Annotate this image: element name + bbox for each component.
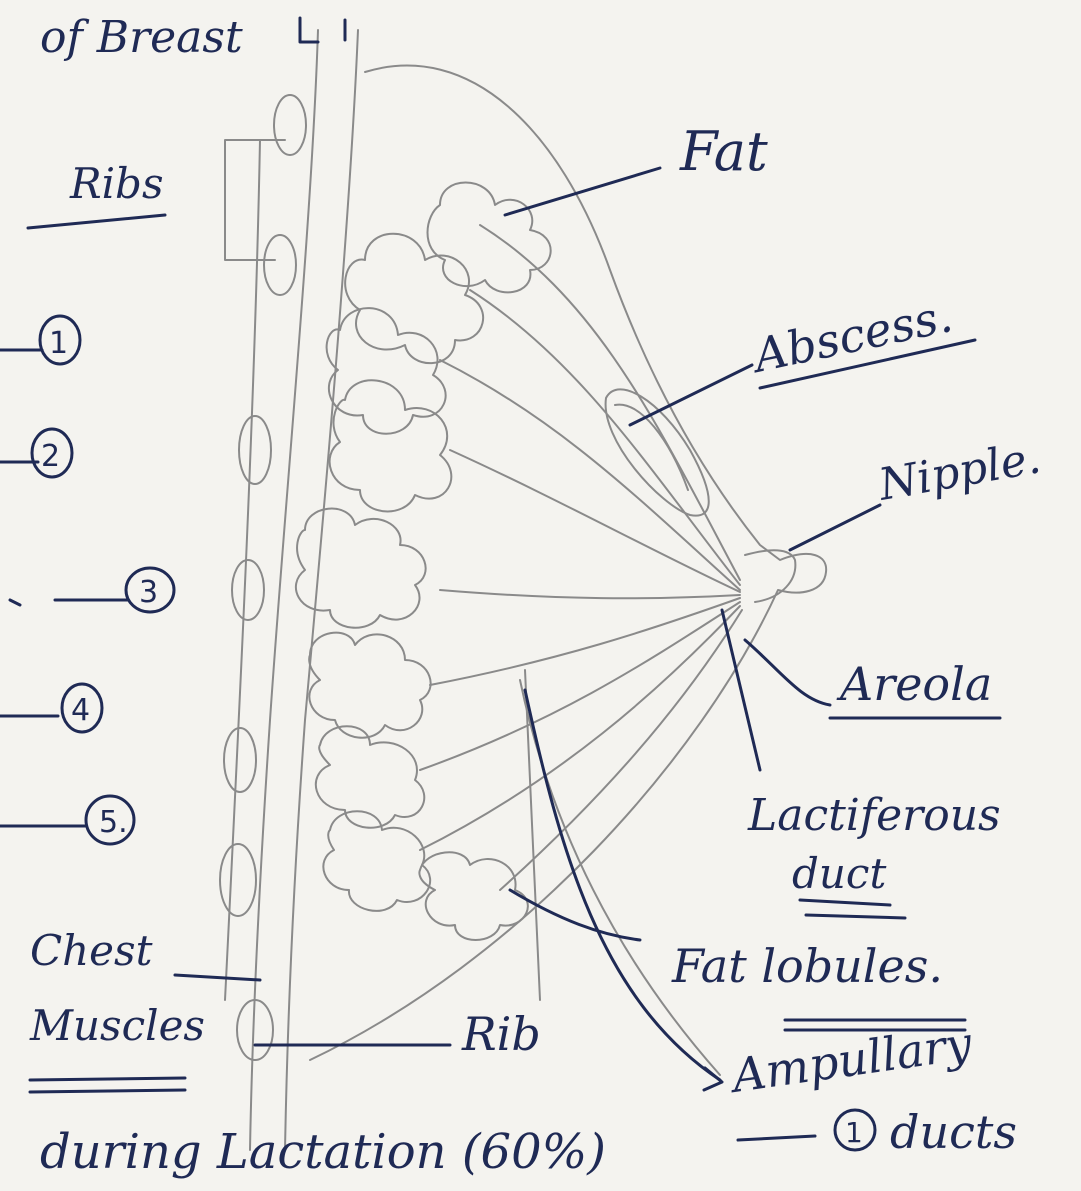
- duct-line: [430, 598, 740, 685]
- title-fragment: of Breast: [40, 12, 243, 63]
- fat-lobule-clusters: [296, 183, 551, 941]
- ribs-underline: [28, 215, 165, 228]
- chest-wall-outer: [250, 30, 318, 1150]
- ampullary-arrowhead: [704, 1068, 722, 1090]
- marker-5-number: 5.: [99, 805, 128, 840]
- rib-oval: [274, 95, 306, 155]
- muscles-label: Muscles: [29, 1001, 205, 1050]
- abscess-outline: [606, 389, 709, 515]
- fat-lobules-label: Fat lobules.: [671, 939, 943, 993]
- footer-marker-number: 1: [845, 1116, 863, 1149]
- lobule-cluster: [327, 308, 446, 434]
- abscess-label: Abscess.: [745, 288, 957, 383]
- ampullary-leader: [525, 690, 720, 1080]
- lobule-cluster: [309, 633, 430, 738]
- lobule-cluster: [296, 509, 426, 628]
- lobule-cluster: [345, 234, 483, 363]
- duct-line: [470, 290, 740, 585]
- nipple-leader: [790, 505, 880, 550]
- rib-contour: [520, 680, 720, 1075]
- chest-label: Chest: [30, 926, 153, 975]
- duct-line: [450, 450, 740, 592]
- rib-oval: [264, 235, 296, 295]
- ribs-label: Ribs: [69, 159, 164, 208]
- marker-3-number: 3: [139, 575, 158, 610]
- areola-leader: [745, 640, 830, 705]
- lobule-cluster: [330, 380, 452, 511]
- rib-label: Rib: [461, 1007, 541, 1061]
- duct-line: [420, 602, 740, 770]
- breast-outline: [310, 66, 826, 1060]
- marker-1-number: 1: [49, 326, 68, 361]
- rib-oval: [224, 728, 256, 792]
- rib-oval: [239, 416, 271, 484]
- marker-2-number: 2: [41, 439, 60, 474]
- ribs-bracket: [225, 140, 285, 260]
- title-bracket: [300, 18, 345, 42]
- fat-lobules-leader: [510, 890, 640, 940]
- marker-3-leader: [10, 600, 128, 605]
- footer-dash: [738, 1136, 815, 1140]
- lactiferous-leader: [722, 610, 760, 770]
- nipple-label: Nipple.: [874, 432, 1044, 511]
- chest-muscles-leader: [175, 975, 260, 980]
- lobule-cluster: [323, 811, 430, 911]
- rib-oval: [232, 560, 264, 620]
- chest-muscles-underline: [30, 1078, 185, 1092]
- ducts-label: ducts: [890, 1105, 1017, 1159]
- lobule-cluster: [316, 726, 424, 827]
- rib-oval: [220, 844, 256, 916]
- areola-label: Areola: [836, 657, 992, 711]
- duct-line: [440, 590, 740, 598]
- duct-underline: [800, 900, 905, 918]
- fat-label: Fat: [679, 120, 768, 183]
- abscess-leader: [630, 365, 752, 425]
- lactiferous-ducts: [420, 225, 742, 890]
- duct-line: [500, 610, 742, 890]
- duct-label: duct: [792, 849, 886, 898]
- footer-text: during Lactation (60%): [40, 1124, 606, 1180]
- lobule-cluster: [428, 183, 551, 293]
- lactiferous-label: Lactiferous: [747, 790, 1001, 841]
- marker-4-number: 4: [71, 693, 90, 728]
